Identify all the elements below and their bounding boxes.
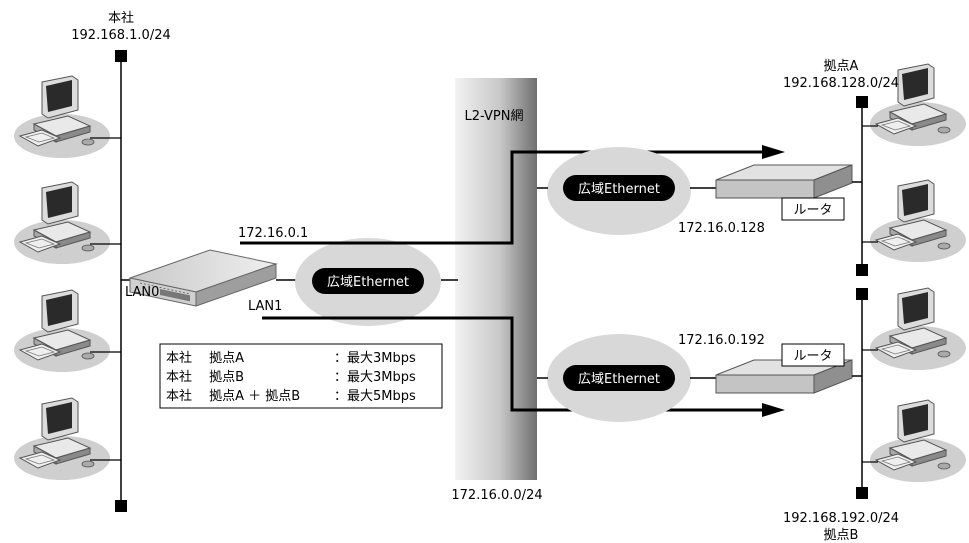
site-b-pc-icon-2 [869, 399, 967, 483]
hq-pc-icon-2 [13, 181, 111, 265]
bandwidth-row-3-route: 本社 拠点A ＋ 拠点B [166, 388, 300, 404]
site-b-router-label-box [781, 343, 845, 367]
hq-name: 本社 [108, 10, 134, 26]
hq-pc-icon-3 [13, 289, 111, 373]
site-a-router-label-box [781, 197, 845, 221]
cloud-label-center: 広域Ethernet [327, 275, 409, 290]
wide-ethernet-pill-site-b [563, 365, 675, 391]
site-a-subnet: 192.168.128.0/24 [783, 76, 899, 91]
bandwidth-row-3-limit: ：最大5Mbps [334, 389, 416, 404]
site-b-router-ip: 172.16.0.192 [678, 333, 765, 348]
hq-lan1-label: LAN1 [248, 299, 282, 314]
hq-subnet: 192.168.1.0/24 [71, 28, 171, 43]
cloud-label-site-a: 広域Ethernet [578, 182, 660, 197]
hq-pc-icon-1 [13, 75, 111, 159]
l2-vpn-band [455, 78, 537, 480]
bandwidth-row-1-route: 本社 拠点A [166, 350, 296, 366]
hq-lan1-ip: 172.16.0.1 [238, 226, 308, 241]
cloud-label-site-b: 広域Ethernet [578, 372, 660, 387]
arrow-to-site-a [762, 145, 785, 159]
vpn-network-name: L2-VPN網 [465, 109, 524, 124]
vpn-network-subnet: 172.16.0.0/24 [451, 488, 542, 503]
site-b-name: 拠点B [824, 528, 859, 543]
site-a-router-label: ルータ [793, 203, 832, 218]
bandwidth-table [159, 343, 443, 409]
wide-ethernet-pill-center [312, 268, 424, 294]
site-a-router-icon [715, 164, 853, 199]
site-a-pc-icon-2 [869, 179, 967, 263]
arrow-to-site-b [762, 403, 785, 417]
hq-lan-terminator-bottom [115, 500, 127, 512]
hq-lan0-label: LAN0 [125, 285, 159, 300]
hq-router-icon [121, 249, 278, 307]
hq-pc-icon-4 [13, 397, 111, 481]
site-b-subnet: 192.168.192.0/24 [783, 511, 899, 526]
hq-lan-terminator-top [115, 50, 127, 62]
wide-ethernet-pill-site-a [563, 175, 675, 201]
bandwidth-row-2-limit: ：最大3Mbps [334, 370, 416, 385]
site-a-router-ip: 172.16.0.128 [678, 221, 765, 236]
site-b-pc-icon-1 [869, 287, 967, 371]
site-a-name: 拠点A [824, 59, 859, 74]
bandwidth-row-2-route: 本社 拠点B [166, 369, 296, 385]
site-b-router-label: ルータ [793, 349, 832, 364]
bandwidth-row-1-limit: ：最大3Mbps [334, 351, 416, 366]
